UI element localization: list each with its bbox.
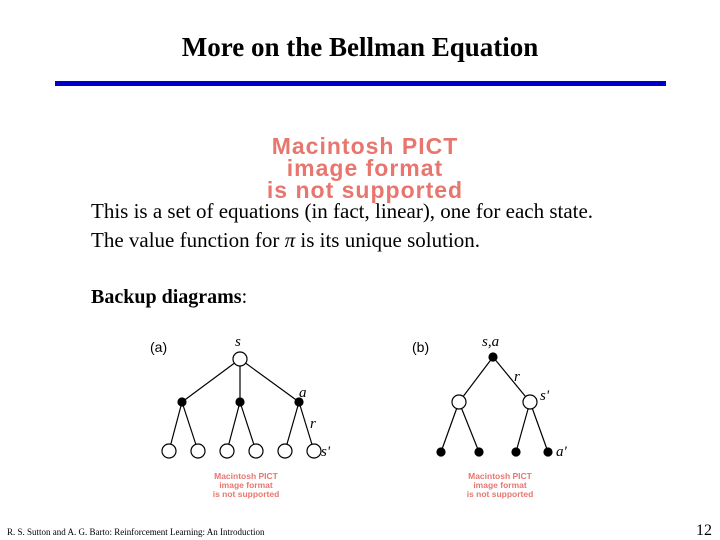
- state-node: [451, 394, 467, 410]
- body-line-2: The value function for π is its unique s…: [91, 226, 593, 255]
- diagram-a-tag: (a): [150, 339, 167, 355]
- pict-b-line-2: image format: [473, 480, 527, 490]
- pict-line-1: Macintosh PICT: [271, 133, 459, 159]
- next-state-label: s': [540, 388, 550, 404]
- edge: [458, 356, 494, 403]
- action-node: [488, 352, 498, 362]
- edge: [168, 401, 183, 452]
- slide-title: More on the Bellman Equation: [181, 32, 539, 62]
- backup-heading-colon: :: [241, 286, 248, 308]
- body-line-1: This is a set of equations (in fact, lin…: [91, 199, 594, 223]
- state-node: [232, 351, 248, 367]
- edge: [515, 401, 531, 453]
- pict-b-line-1: Macintosh PICT: [468, 471, 532, 481]
- edge: [298, 401, 315, 452]
- state-node: [277, 443, 293, 459]
- edge: [239, 358, 300, 403]
- action-node: [436, 447, 446, 457]
- state-node: [306, 443, 322, 459]
- action-node: [177, 397, 187, 407]
- next-action-label: a': [556, 444, 568, 460]
- reward-label: r: [514, 369, 520, 385]
- title-rule: [55, 81, 666, 86]
- diagram-b-labels: (b) s,a r s' a': [412, 334, 568, 460]
- pict-a-line-1: Macintosh PICT: [214, 471, 278, 481]
- pi-symbol: π: [284, 228, 296, 252]
- body-line-2-start: The value function for: [91, 228, 285, 252]
- state-node: [522, 394, 538, 410]
- pict-a-line-3: is not supported: [212, 489, 280, 499]
- body-line-2-end: is its unique solution.: [295, 228, 481, 252]
- page-number: 12: [696, 522, 712, 539]
- backup-heading: Backup diagrams:: [91, 286, 247, 309]
- edge: [181, 358, 241, 403]
- edge: [458, 401, 480, 453]
- action-node: [511, 447, 521, 457]
- state-node: [190, 443, 206, 459]
- edge: [239, 401, 257, 452]
- action-node: [543, 447, 553, 457]
- edge: [284, 401, 300, 452]
- pict-placeholder-a: Macintosh PICT image format is not suppo…: [191, 472, 301, 499]
- edge: [226, 401, 241, 452]
- footer-credit: R. S. Sutton and A. G. Barto: Reinforcem…: [7, 527, 265, 537]
- root-state-label: s: [235, 334, 241, 350]
- state-node: [248, 443, 264, 459]
- action-label: a: [299, 385, 307, 401]
- diagram-a: [161, 351, 322, 459]
- pict-a-line-2: image format: [219, 480, 273, 490]
- backup-heading-label: Backup diagrams: [91, 286, 242, 308]
- next-state-label: s': [321, 444, 331, 460]
- action-node: [235, 397, 245, 407]
- edge: [529, 401, 549, 453]
- diagram-b-tag: (b): [412, 339, 429, 355]
- diagram-a-labels: (a) s a r s': [150, 334, 331, 460]
- pict-placeholder-main: Macintosh PICT image format is not suppo…: [180, 133, 550, 203]
- action-node: [294, 397, 304, 407]
- pict-b-line-3: is not supported: [466, 489, 534, 499]
- edge: [440, 401, 460, 453]
- state-node: [219, 443, 235, 459]
- diagram-b: [436, 352, 553, 457]
- pict-line-2: image format: [286, 155, 444, 181]
- root-state-action-label: s,a: [482, 334, 499, 350]
- state-node: [161, 443, 177, 459]
- action-node: [474, 447, 484, 457]
- reward-label: r: [310, 416, 316, 432]
- edge: [492, 356, 531, 403]
- pict-placeholder-b: Macintosh PICT image format is not suppo…: [445, 472, 555, 499]
- body-text: This is a set of equations (in fact, lin…: [91, 197, 593, 255]
- pict-line-3: is not supported: [266, 177, 464, 203]
- edge: [181, 401, 199, 452]
